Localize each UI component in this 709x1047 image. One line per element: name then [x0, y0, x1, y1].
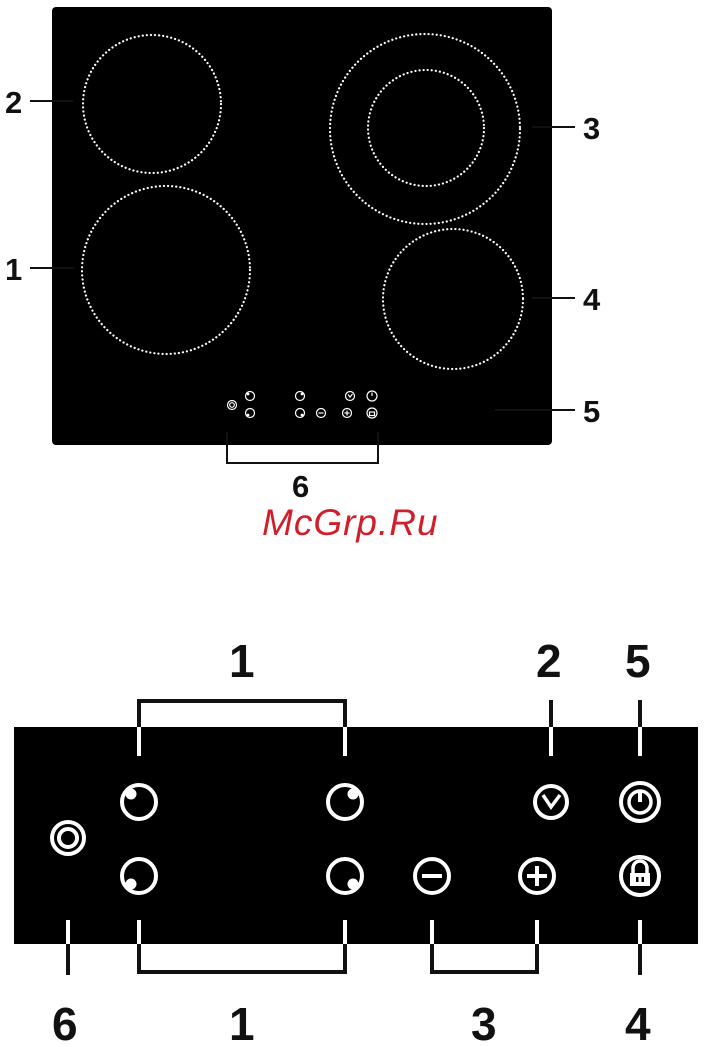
callout-lock: 4: [625, 998, 651, 1047]
callout-front-left-zone: 1: [5, 252, 22, 287]
callout-timer: 2: [536, 635, 562, 687]
callout-minus-plus: 3: [471, 998, 497, 1047]
callout-glass-surface: 5: [583, 394, 600, 429]
callout-rear-left-zone: 2: [5, 85, 22, 120]
callout-power: 5: [625, 635, 651, 687]
control-panel-detail: 1 2 5 6 1 3 4: [14, 635, 698, 1047]
hob-overview: 2 1 3 4 5 6: [5, 7, 601, 504]
callout-rear-right-zone: 3: [583, 111, 600, 146]
watermark: McGrp.Ru: [262, 502, 439, 544]
callout-zone-selectors-top: 1: [229, 635, 255, 687]
control-panel-strip: [14, 727, 698, 944]
callout-dual-zone: 6: [52, 998, 78, 1047]
callout-control-panel: 6: [292, 469, 309, 504]
callout-front-right-zone: 4: [583, 282, 601, 317]
callout-zone-selectors-bottom: 1: [229, 998, 255, 1047]
hob-glass-surface: [52, 7, 552, 445]
